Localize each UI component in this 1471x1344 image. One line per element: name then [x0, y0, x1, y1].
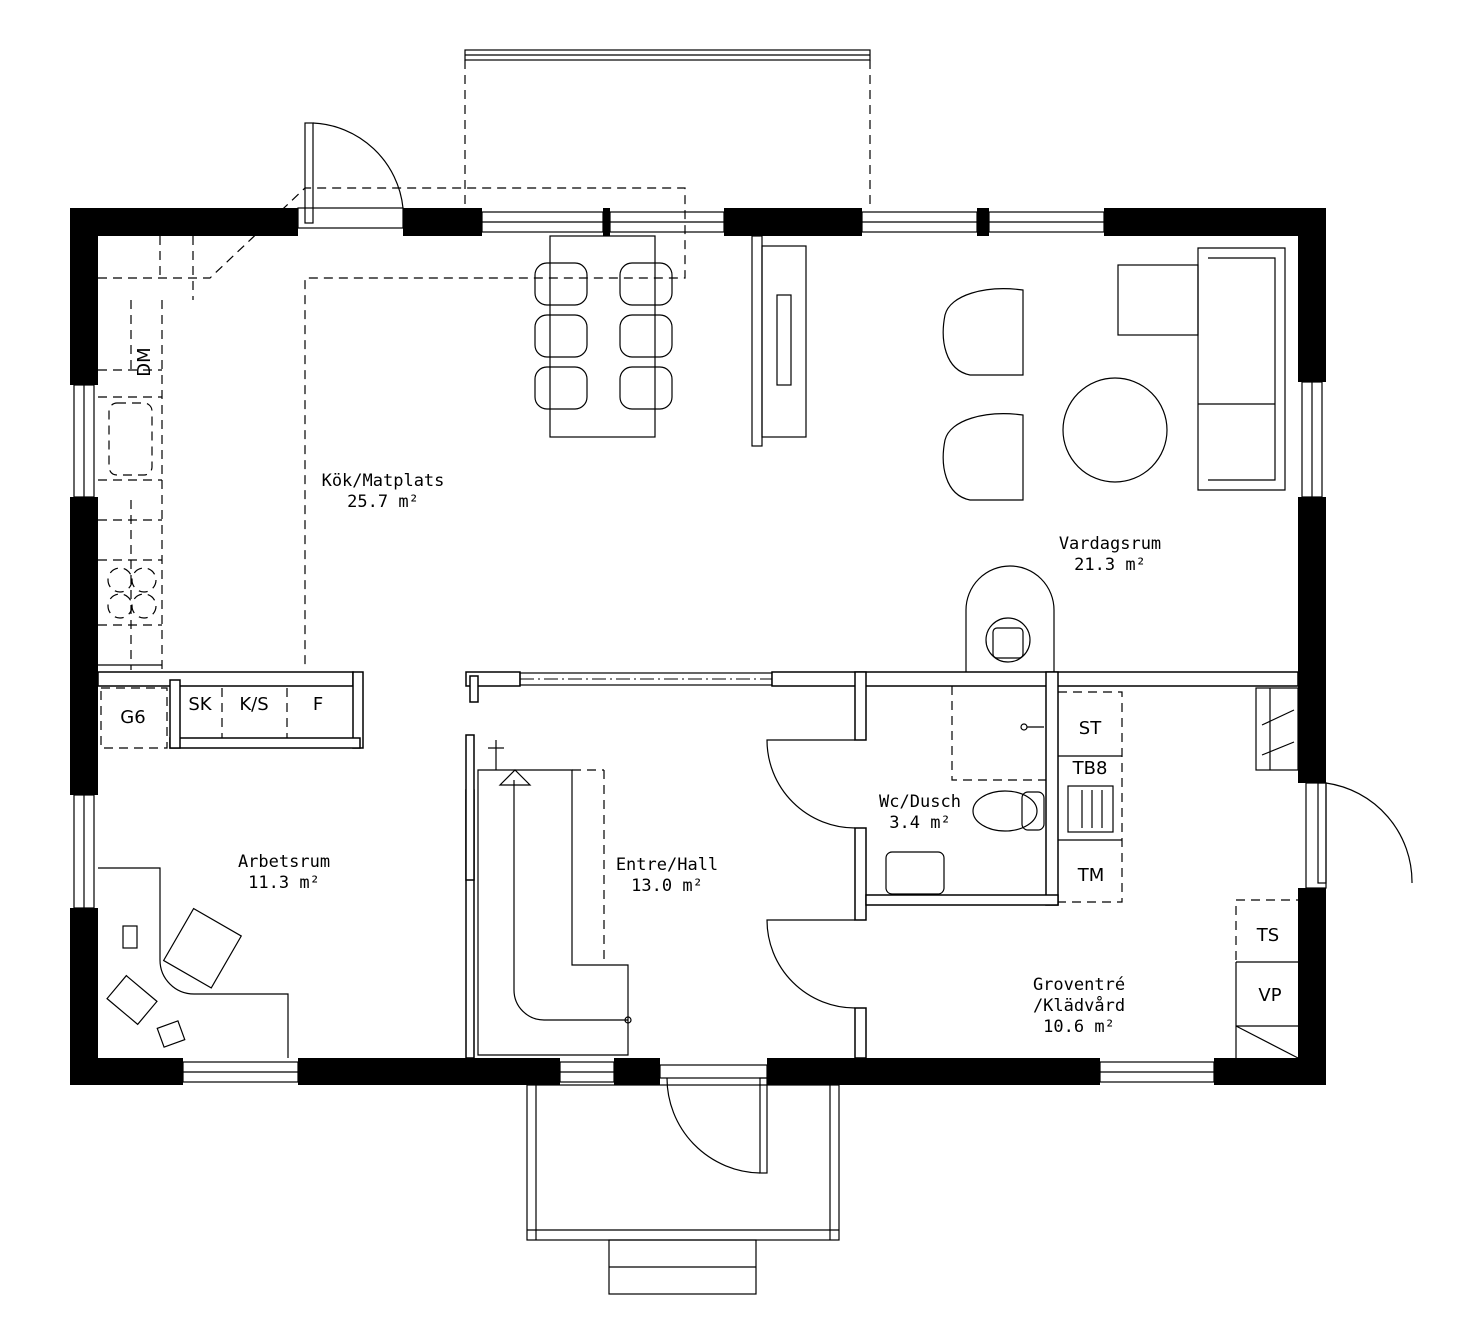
dining-table — [534, 235, 673, 438]
room-name-wc: Wc/Dusch — [879, 792, 961, 812]
laundry-fixtures — [1058, 687, 1299, 1059]
hall-bench — [477, 740, 632, 1056]
room-name-hall: Entre/Hall — [616, 855, 718, 875]
tv-unit — [751, 235, 807, 447]
room-area-living: 21.3 m² — [1074, 555, 1146, 575]
fixture-f: F — [313, 694, 323, 715]
exterior-doors — [297, 122, 1413, 1174]
fixture-ts: TS — [1256, 925, 1279, 946]
room-area-office: 11.3 m² — [248, 873, 320, 893]
fixture-tm: TM — [1077, 865, 1105, 886]
terrace — [464, 49, 871, 208]
room-name-office: Arbetsrum — [238, 852, 330, 872]
room-name-utility-2: /Klädvård — [1033, 995, 1125, 1016]
office-desk — [98, 867, 289, 1058]
kitchen-cabinets — [98, 187, 686, 670]
room-area-hall: 13.0 m² — [631, 876, 703, 896]
room-area-wc: 3.4 m² — [889, 813, 950, 833]
exterior-walls — [70, 208, 1326, 1085]
porch — [526, 1084, 840, 1295]
fixture-tb8: TB8 — [1072, 758, 1108, 779]
room-name-utility: Groventré — [1033, 975, 1125, 995]
interior-doors — [766, 739, 856, 1009]
fixture-g6: G6 — [120, 707, 145, 728]
fixture-sk: SK — [188, 694, 212, 715]
fixture-st: ST — [1079, 718, 1102, 739]
room-name-kitchen: Kök/Matplats — [322, 471, 445, 491]
living-furniture — [942, 247, 1286, 501]
fixture-ks: K/S — [239, 694, 268, 715]
utility-row — [100, 687, 288, 749]
fixture-vp: VP — [1258, 985, 1281, 1006]
bathroom-fixtures — [885, 686, 1046, 895]
room-area-kitchen: 25.7 m² — [347, 492, 419, 512]
room-area-utility: 10.6 m² — [1043, 1017, 1115, 1037]
room-name-living: Vardagsrum — [1059, 534, 1161, 554]
fixture-dm: DM — [134, 347, 155, 376]
fireplace — [965, 565, 1055, 672]
windows — [73, 211, 1323, 1083]
interior-walls — [97, 671, 1299, 1059]
